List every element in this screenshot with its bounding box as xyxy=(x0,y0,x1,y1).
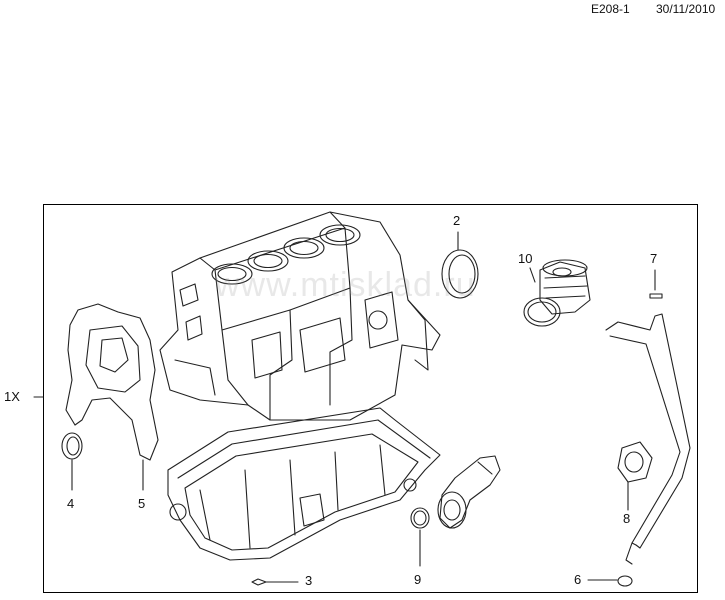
front-crankshaft-seal xyxy=(61,432,83,460)
oil-filter-housing-seal xyxy=(523,297,561,327)
drawing-code: E208-1 xyxy=(591,2,630,16)
rear-crankshaft-seal xyxy=(441,249,479,299)
dipstick-tube xyxy=(605,313,691,565)
flange-gasket-hole xyxy=(624,451,644,473)
rear-crankshaft-seal-lip xyxy=(448,254,476,294)
small-seal xyxy=(649,293,663,299)
callout-9: 9 xyxy=(414,572,422,587)
oil-pan xyxy=(167,407,441,561)
watermark: www.mtisklad.ru xyxy=(215,266,476,304)
oil-filter-housing xyxy=(539,259,591,315)
pipe-o-ring xyxy=(410,507,430,529)
engine-block xyxy=(159,211,441,421)
front-cover-gasket-window xyxy=(99,337,129,373)
callout-8: 8 xyxy=(623,511,631,526)
callout-6: 6 xyxy=(574,572,582,587)
callout-4: 4 xyxy=(67,496,75,511)
callout-3: 3 xyxy=(305,573,313,588)
front-cover-gasket xyxy=(65,303,159,461)
drawing-date: 30/11/2010 xyxy=(656,2,716,16)
oil-pickup-pipe xyxy=(437,455,501,529)
front-crankshaft-seal-lip xyxy=(66,436,80,456)
pipe-o-ring-inner xyxy=(413,510,427,526)
callout-leader-10 xyxy=(529,267,536,283)
front-cover-gasket-inner xyxy=(85,325,141,393)
dipstick-tube-o-ring xyxy=(617,575,633,587)
diagram-frame xyxy=(43,204,698,593)
callout-5: 5 xyxy=(138,496,146,511)
oil-filter-housing-seal-inner xyxy=(527,301,557,323)
callout-7: 7 xyxy=(650,251,658,266)
assembly-label: 1X xyxy=(4,389,20,404)
callout-2: 2 xyxy=(453,213,461,228)
flange-gasket xyxy=(617,441,653,483)
drain-plug-washer xyxy=(251,578,267,586)
callout-10: 10 xyxy=(518,251,533,266)
